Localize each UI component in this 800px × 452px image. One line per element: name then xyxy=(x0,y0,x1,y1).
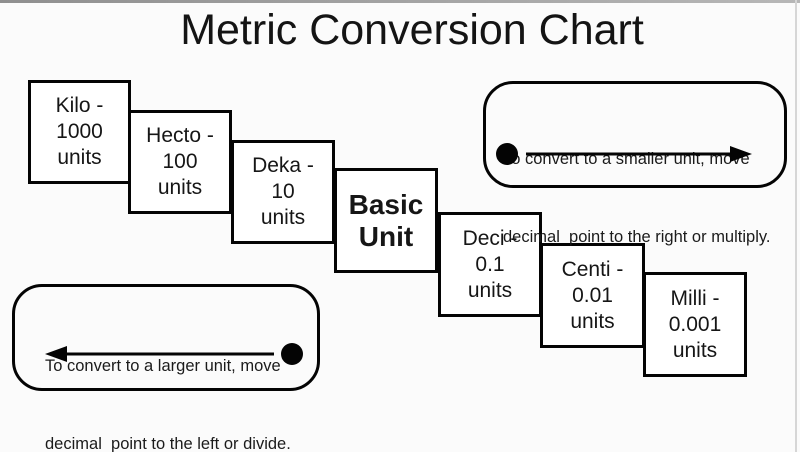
callout-line: To convert to a larger unit, move xyxy=(45,357,281,375)
step-box-deka: Deka - 10 units xyxy=(231,140,335,244)
step-label: Hecto - xyxy=(146,124,214,147)
step-box-basic-unit: Basic Unit xyxy=(334,168,438,273)
step-box-milli: Milli - 0.001 units xyxy=(643,272,747,377)
step-box-deci: Deci - 0.1 units xyxy=(438,212,542,317)
step-units: units xyxy=(157,176,203,199)
callout-line: decimal point to the left or divide. xyxy=(45,435,291,452)
step-value: 1000 xyxy=(56,120,103,143)
callout-larger-unit: To convert to a larger unit, move decima… xyxy=(12,284,320,452)
page-title: Metric Conversion Chart xyxy=(180,6,644,54)
step-units: units xyxy=(260,206,306,229)
right-arrow-icon xyxy=(496,143,752,165)
step-label: Kilo - xyxy=(55,94,104,117)
step-label: Basic xyxy=(348,188,424,220)
step-value: 0.001 xyxy=(668,312,722,336)
top-divider-line xyxy=(0,0,800,3)
step-box-kilo: Kilo - 1000 units xyxy=(28,80,131,184)
step-units: units xyxy=(672,338,718,362)
callout-larger-text: To convert to a larger unit, move decima… xyxy=(15,287,317,452)
step-units: units xyxy=(570,309,615,333)
step-units: units xyxy=(57,146,102,169)
step-label: Centi - xyxy=(561,257,624,281)
step-value: 100 xyxy=(162,150,198,173)
step-label: Milli - xyxy=(670,286,720,310)
step-box-hecto: Hecto - 100 units xyxy=(128,110,232,214)
step-label: Unit xyxy=(358,220,414,252)
step-value: 0.01 xyxy=(572,283,613,307)
step-value: 0.1 xyxy=(475,252,505,276)
step-label: Deci - xyxy=(462,226,518,250)
left-arrow-icon xyxy=(45,343,303,365)
step-value: 10 xyxy=(271,180,295,203)
callout-line: decimal point to the right or multiply. xyxy=(503,228,771,246)
step-units: units xyxy=(467,278,513,302)
step-label: Deka - xyxy=(252,154,314,177)
callout-smaller-unit: To convert to a smaller unit, move decim… xyxy=(483,81,787,246)
right-edge-line xyxy=(795,0,797,452)
